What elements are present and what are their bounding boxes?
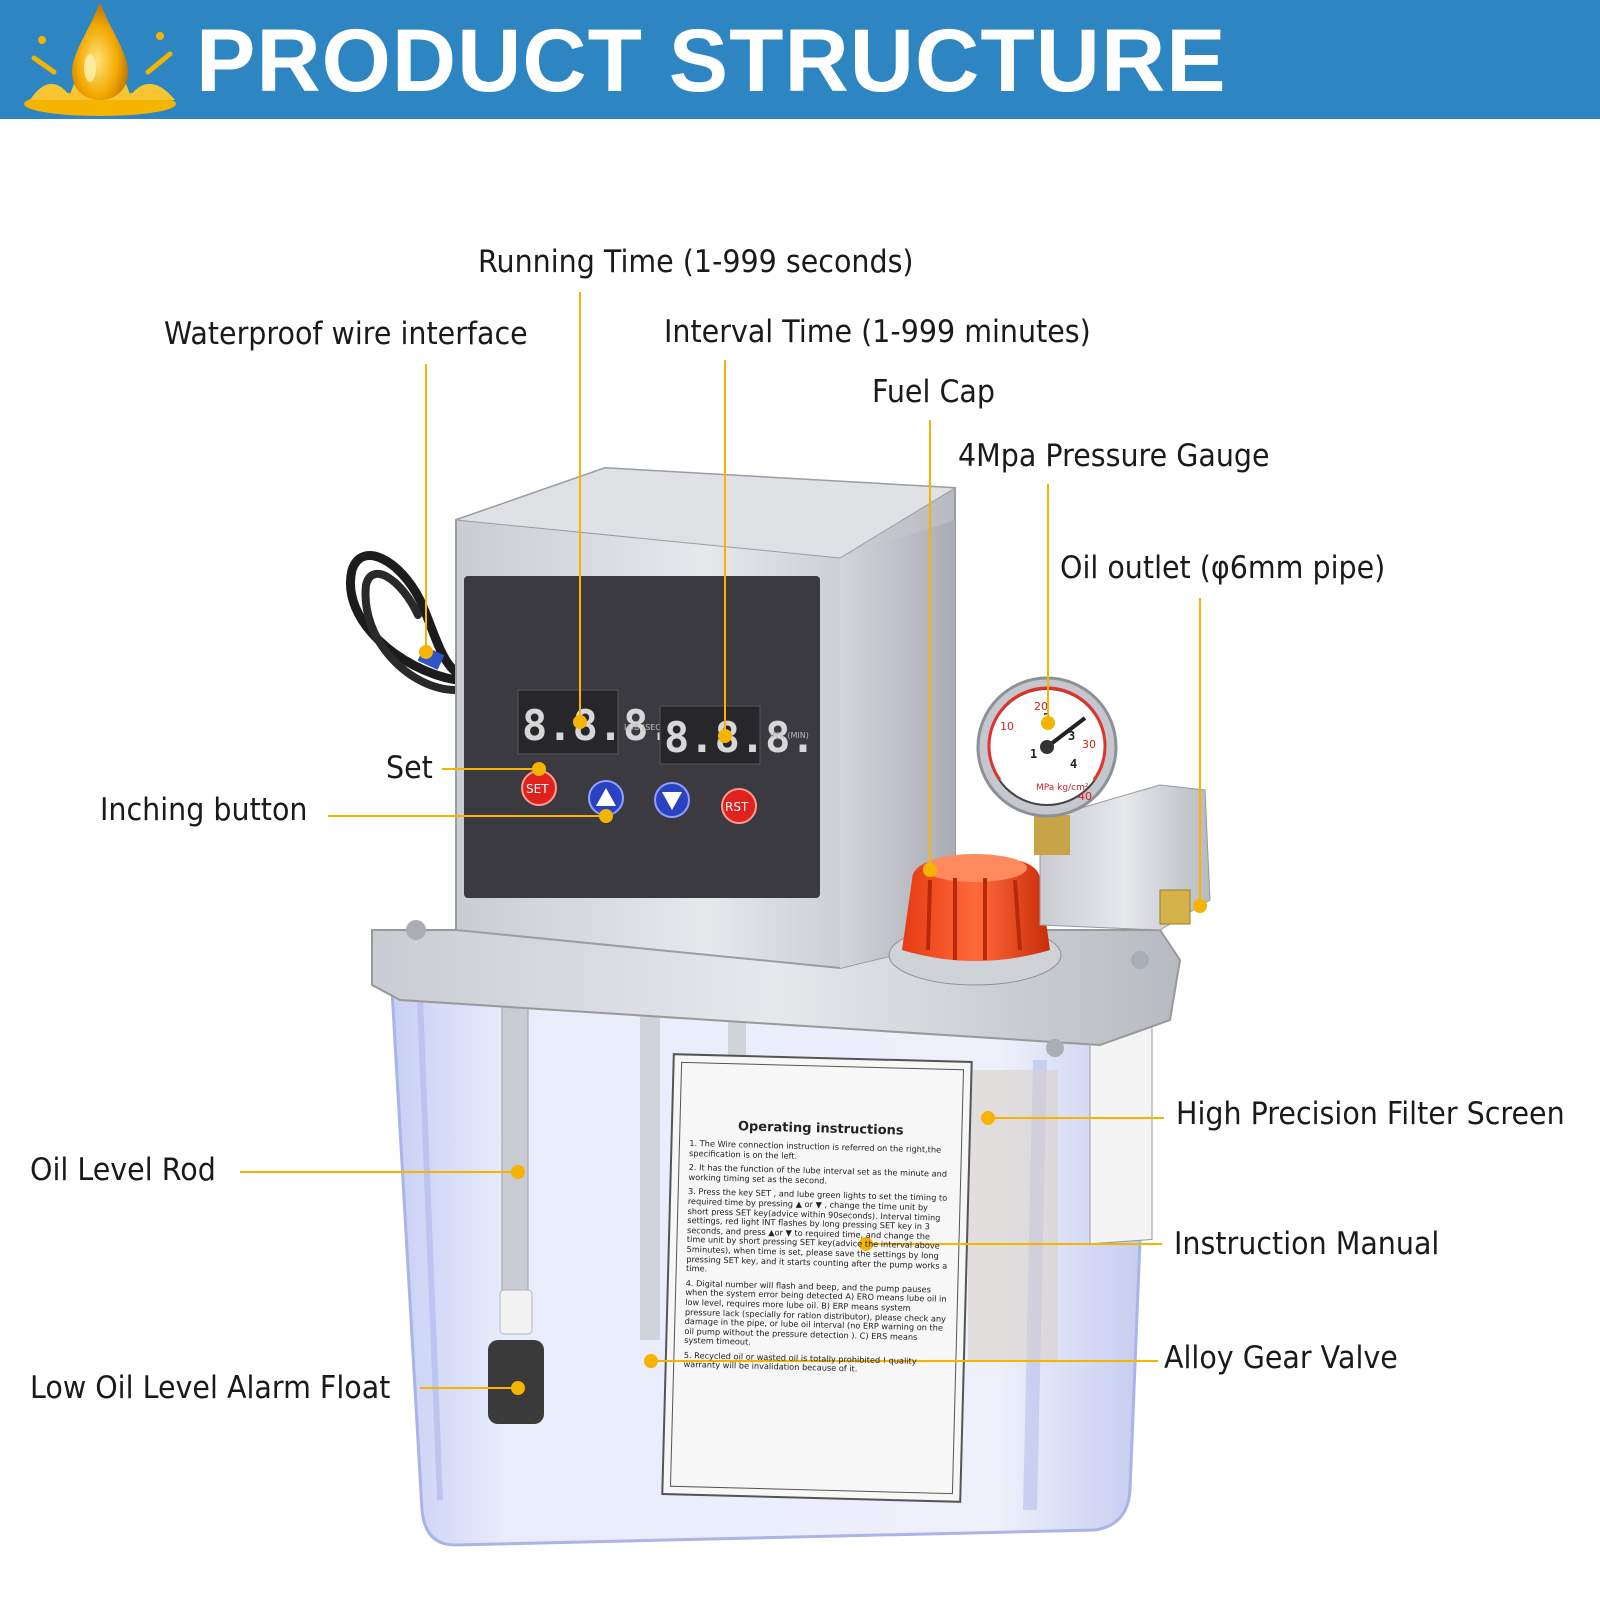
- int-readout: 8.8.8.: [664, 713, 816, 762]
- triangle-up-icon: [596, 788, 616, 806]
- page-title: PRODUCT STRUCTURE: [196, 10, 1227, 110]
- rst-button-label: RST: [725, 800, 749, 814]
- leader-lines: [240, 292, 1207, 1395]
- int-display: 8.8.8. INT. (MIN): [659, 705, 816, 765]
- set-button-label: SET: [526, 782, 549, 796]
- set-button[interactable]: SET: [521, 770, 557, 806]
- lub-display: 8.8.8. LUB (SEC): [517, 689, 674, 755]
- manual-content: Operating instructions 1. The Wire conne…: [683, 1118, 952, 1377]
- label-fuel-cap: Fuel Cap: [872, 374, 995, 410]
- manual-item: 3. Press the key SET , and lube green li…: [685, 1186, 948, 1274]
- label-inching-button: Inching button: [100, 792, 308, 828]
- label-instruction-manual: Instruction Manual: [1174, 1226, 1440, 1262]
- gauge-outer-tick: 40: [1078, 790, 1092, 803]
- header-banner: PRODUCT STRUCTURE: [0, 0, 1600, 119]
- manual-item: 1. The Wire connection instruction is re…: [688, 1137, 942, 1161]
- int-unit-label: INT. (MIN): [770, 731, 809, 740]
- gauge-tick: 4: [1070, 757, 1077, 771]
- label-pressure-gauge: 4Mpa Pressure Gauge: [958, 438, 1270, 474]
- down-button[interactable]: [654, 782, 690, 818]
- label-waterproof-wire: Waterproof wire interface: [164, 316, 528, 352]
- lub-unit-label: LUB (SEC): [624, 723, 664, 732]
- fuel-cap: [888, 854, 1062, 986]
- triangle-down-icon: [662, 792, 682, 810]
- manual-item: 2. It has the function of the lube inter…: [688, 1162, 948, 1186]
- lub-readout: 8.8.8.: [522, 701, 674, 750]
- label-interval-time: Interval Time (1-999 minutes): [664, 314, 1091, 350]
- pressure-gauge: 1 2 3 4 10 20 30 40 MPa kg/cm²: [976, 676, 1211, 931]
- gauge-outer-tick: 30: [1082, 738, 1096, 751]
- gauge-unit: MPa kg/cm²: [1036, 783, 1089, 793]
- up-button[interactable]: [588, 780, 624, 816]
- gauge-tick: 1: [1030, 747, 1037, 761]
- manual-item: 4. Digital number will flash and beep, a…: [684, 1277, 947, 1347]
- label-oil-level-rod: Oil Level Rod: [30, 1152, 216, 1188]
- instruction-manual-sticker: [661, 1053, 973, 1503]
- gauge-tick: 3: [1068, 729, 1075, 743]
- label-running-time: Running Time (1-999 seconds): [478, 244, 914, 280]
- label-alloy-gear-valve: Alloy Gear Valve: [1164, 1340, 1398, 1376]
- label-oil-outlet: Oil outlet (φ6mm pipe): [1060, 550, 1386, 586]
- gauge-outer-tick: 20: [1034, 700, 1048, 713]
- label-filter-screen: High Precision Filter Screen: [1176, 1096, 1565, 1132]
- label-low-oil-alarm: Low Oil Level Alarm Float: [30, 1370, 391, 1406]
- gauge-outer-tick: 10: [1000, 720, 1014, 733]
- rst-button[interactable]: RST: [721, 788, 757, 824]
- oil-drop-splash-icon: [24, 2, 176, 116]
- label-set: Set: [386, 750, 433, 786]
- waterproof-wire: [346, 551, 461, 694]
